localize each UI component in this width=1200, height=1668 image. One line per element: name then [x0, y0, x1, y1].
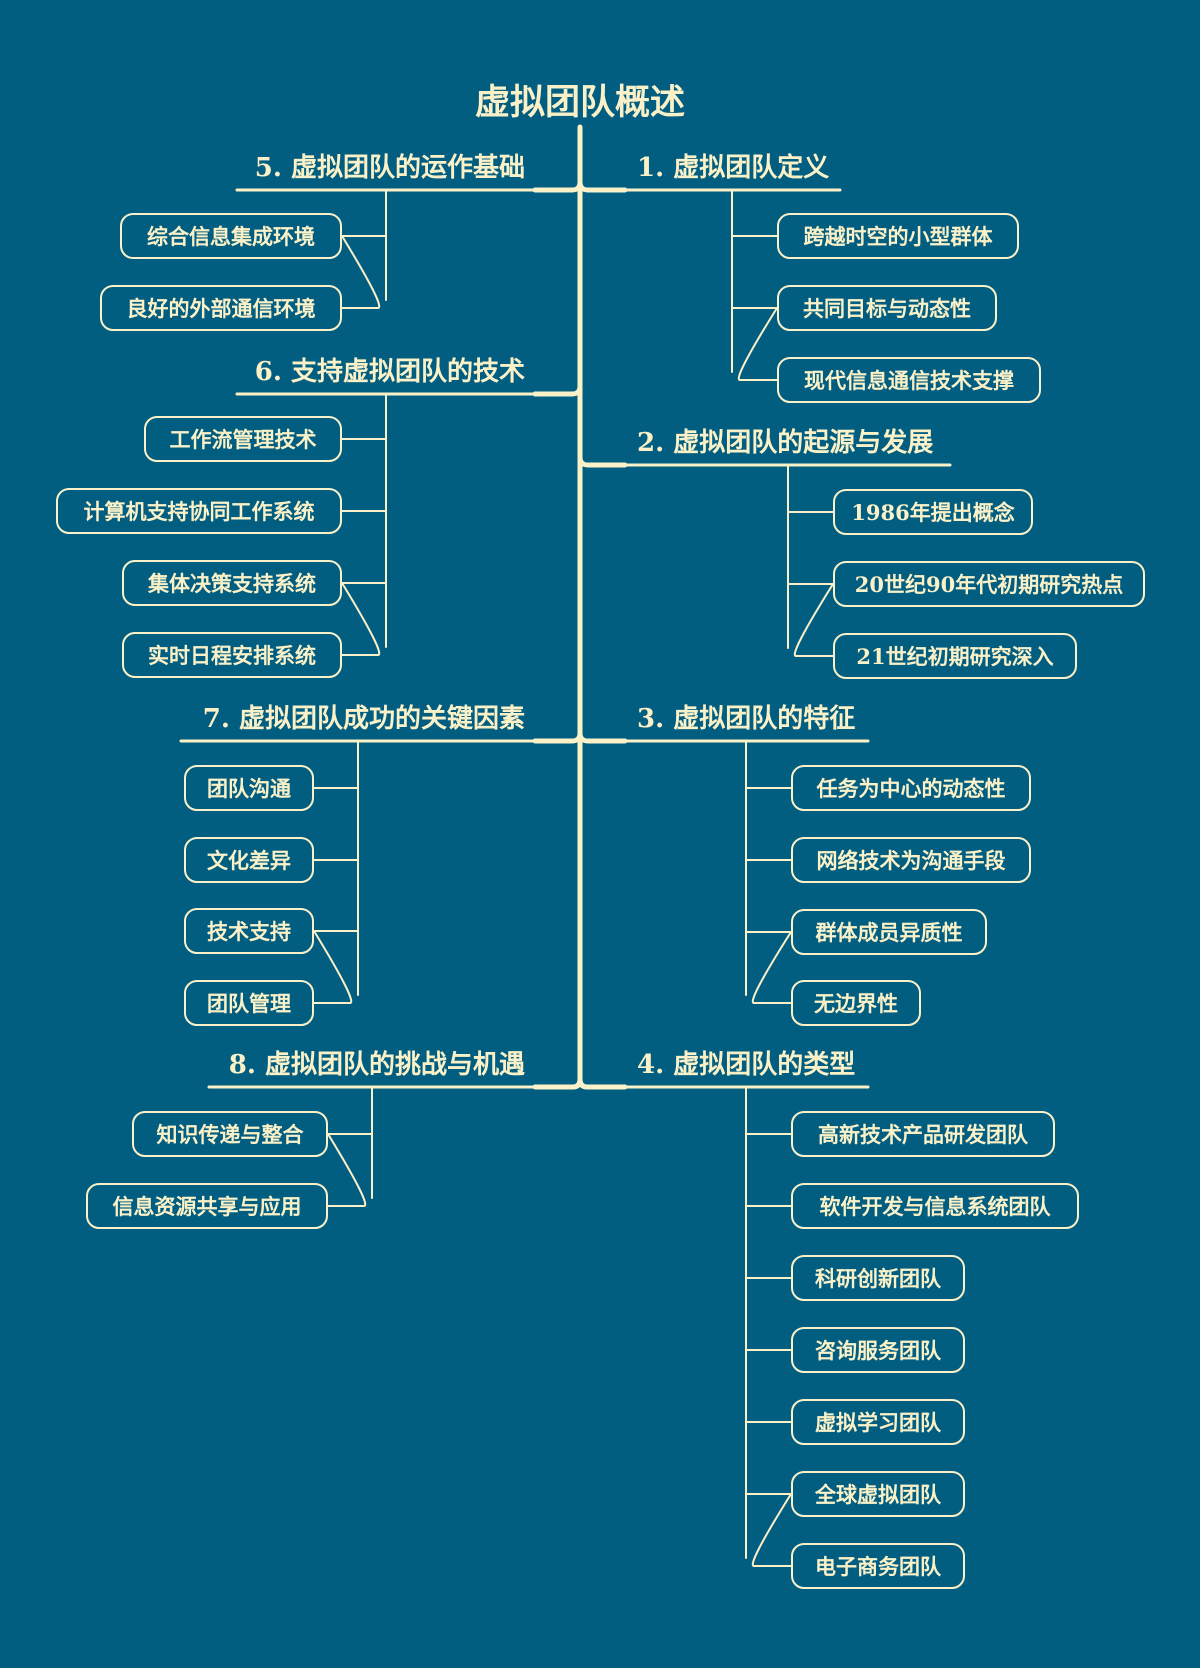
branch-7-item-1: 团队沟通: [184, 765, 314, 811]
branch-2-stub: [577, 454, 628, 468]
branch-3-item-3: 群体成员异质性: [791, 909, 987, 955]
branch-6-stub: [532, 383, 583, 397]
branch-4-item-3: 科研创新团队: [791, 1255, 965, 1301]
branch-5-stub: [532, 179, 583, 193]
branch-3-item-2: 网络技术为沟通手段: [791, 837, 1031, 883]
branch-7-item-2: 文化差异: [184, 837, 314, 883]
branch-3-connector: [745, 740, 792, 1004]
branch-5-item-2: 良好的外部通信环境: [100, 285, 342, 331]
branch-3-label: 3. 虚拟团队的特征: [637, 704, 856, 734]
branch-6-item-1: 工作流管理技术: [144, 416, 342, 462]
branch-4-stub: [577, 1076, 628, 1090]
branch-5-item-1: 综合信息集成环境: [120, 213, 342, 259]
branch-5-label: 5. 虚拟团队的运作基础: [254, 153, 525, 183]
branch-2-label: 2. 虚拟团队的起源与发展: [637, 428, 934, 458]
branch-1-item-3: 现代信息通信技术支撑: [777, 357, 1041, 403]
branch-6-item-2: 计算机支持协同工作系统: [56, 488, 342, 534]
branch-8-item-1: 知识传递与整合: [132, 1111, 328, 1157]
branch-2-item-1: 1986年提出概念: [833, 489, 1033, 535]
branch-4-item-5: 虚拟学习团队: [791, 1399, 965, 1445]
branch-4-item-4: 咨询服务团队: [791, 1327, 965, 1373]
root-title: 虚拟团队概述: [474, 82, 685, 123]
branch-8-label: 8. 虚拟团队的挑战与机遇: [228, 1050, 525, 1080]
branch-2-item-3: 21世纪初期研究深入: [833, 633, 1077, 679]
branch-6-item-3: 集体决策支持系统: [122, 560, 342, 606]
branch-1-connector: [731, 189, 778, 381]
branch-3-item-1: 任务为中心的动态性: [791, 765, 1031, 811]
branch-2-connector: [787, 464, 834, 657]
main-spine: [570, 124, 590, 1090]
branch-7-item-4: 团队管理: [184, 980, 314, 1026]
branch-1-item-1: 跨越时空的小型群体: [777, 213, 1019, 259]
branch-6-label: 6. 支持虚拟团队的技术: [254, 357, 525, 387]
branch-3-item-4: 无边界性: [791, 980, 921, 1026]
branch-4-connector: [745, 1086, 792, 1567]
branch-4-item-2: 软件开发与信息系统团队: [791, 1183, 1079, 1229]
branch-4-item-6: 全球虚拟团队: [791, 1471, 965, 1517]
branch-8-connector: [327, 1086, 373, 1207]
branch-1-stub: [577, 179, 628, 193]
branch-7-label: 7. 虚拟团队成功的关键因素: [202, 704, 525, 734]
branch-4-label: 4. 虚拟团队的类型: [637, 1050, 856, 1080]
branch-7-stub: [532, 730, 583, 744]
branch-3-stub: [577, 730, 628, 744]
branch-8-item-2: 信息资源共享与应用: [86, 1183, 328, 1229]
branch-5-connector: [341, 189, 387, 309]
branch-6-connector: [341, 393, 387, 656]
branch-4-item-7: 电子商务团队: [791, 1543, 965, 1589]
branch-1-label: 1. 虚拟团队定义: [637, 153, 830, 183]
branch-4-item-1: 高新技术产品研发团队: [791, 1111, 1055, 1157]
branch-7-item-3: 技术支持: [184, 908, 314, 954]
branch-7-connector: [313, 740, 359, 1004]
branch-2-item-2: 20世纪90年代初期研究热点: [833, 561, 1145, 607]
branch-1-item-2: 共同目标与动态性: [777, 285, 997, 331]
branch-6-item-4: 实时日程安排系统: [122, 632, 342, 678]
branch-8-stub: [532, 1076, 583, 1090]
